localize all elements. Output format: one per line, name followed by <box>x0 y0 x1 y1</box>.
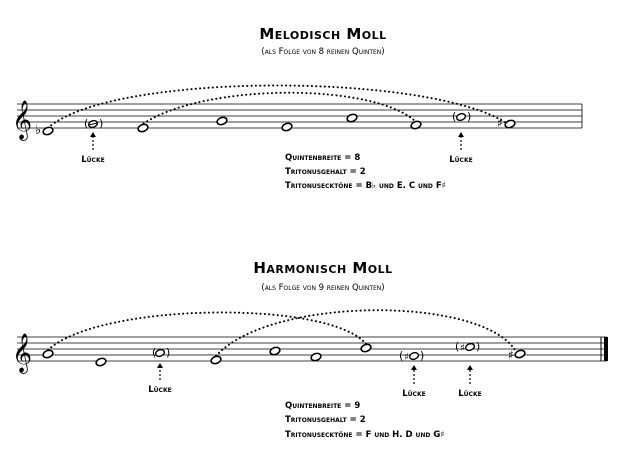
arrow-up-icon <box>157 363 163 368</box>
melodic-gap-label-2: Lücke <box>449 155 472 165</box>
melodic-gap-label-1: Lücke <box>81 155 104 165</box>
note-gap-2 <box>455 112 467 122</box>
gap-paren-close-5: ) <box>476 340 480 353</box>
gap-paren-close: ) <box>99 117 103 130</box>
harmonic-info-corner-tones: Tritonusecktöne = F und H. D und G♯ <box>285 430 444 440</box>
note-d <box>210 355 222 365</box>
gap-paren-close-3: ) <box>166 346 170 359</box>
arrow-up-icon <box>467 365 473 370</box>
melodic-gap-arrows <box>92 136 462 150</box>
melodic-info-width: Quintenbreite = 8 <box>285 153 360 163</box>
arrow-up-icon <box>411 365 417 370</box>
note-a <box>269 346 281 356</box>
gap-paren-open: ( <box>84 117 88 130</box>
harmonic-subtitle: (als Folge von 9 reinen Quinten) <box>261 283 384 293</box>
note-g <box>216 116 228 126</box>
final-barline <box>604 337 608 361</box>
sharp-in-gap-icon: ♯ <box>404 352 409 363</box>
arrow-up-icon <box>458 132 464 137</box>
note-e <box>410 120 422 130</box>
harmonic-gap-label-2: Lücke <box>402 389 425 399</box>
gap-paren-close-4: ) <box>420 349 424 362</box>
gap-paren-open-3: ( <box>152 346 156 359</box>
flat-icon: ♭ <box>35 123 41 138</box>
arrow-up-icon <box>90 132 96 137</box>
melodic-info-tritone: Tritonusgehalt = 2 <box>285 167 366 177</box>
note-e <box>310 352 322 362</box>
note-c <box>137 123 149 133</box>
gap-paren-open-4: ( <box>399 349 403 362</box>
melodic-notes: ♭ ( ) ( ) ♯ <box>35 110 516 138</box>
melodic-info-corner-tones: Tritonusecktöne = B♭ und E. C und F♯ <box>285 181 446 191</box>
harmonic-gap-label-1: Lücke <box>148 385 171 395</box>
note-gap-4 <box>408 351 420 361</box>
harmonic-gap-label-3: Lücke <box>458 389 481 399</box>
melodic-staff <box>17 103 583 129</box>
sharp-icon: ♯ <box>497 116 503 130</box>
note-b <box>360 343 372 353</box>
harmonic-notes: ( ) ( ♯ ) ( ♯ ) ♯ <box>42 340 526 367</box>
note-gap-5 <box>464 342 476 352</box>
melodic-title: Melodisch Moll <box>259 25 386 43</box>
note-b-flat <box>42 126 54 136</box>
harmonic-info-tritone: Tritonusgehalt = 2 <box>285 415 366 425</box>
sharp-in-gap-icon-2: ♯ <box>460 343 465 354</box>
note-f <box>42 349 54 359</box>
harmonic-gap-arrows <box>159 367 471 384</box>
note-f-sharp <box>504 119 516 129</box>
gap-paren-open-5: ( <box>455 340 459 353</box>
melodic-subtitle: (als Folge von 8 reinen Quinten) <box>261 47 384 57</box>
flat-in-gap-icon <box>88 122 98 126</box>
sharp-icon-2: ♯ <box>508 348 514 362</box>
melodic-treble-clef-icon: 𝄞 <box>12 100 32 141</box>
harmonic-info-width: Quintenbreite = 9 <box>285 401 360 411</box>
gap-paren-close-2: ) <box>467 110 471 123</box>
harmonic-fifth-arcs <box>47 309 516 357</box>
harmonic-treble-clef-icon: 𝄞 <box>12 333 32 374</box>
note-d <box>281 122 293 132</box>
note-c <box>95 357 107 367</box>
harmonic-title: Harmonisch Moll <box>253 259 392 277</box>
note-a <box>346 113 358 123</box>
note-g-sharp <box>514 349 526 359</box>
note-gap-3 <box>154 348 166 358</box>
gap-paren-open-2: ( <box>452 110 456 123</box>
